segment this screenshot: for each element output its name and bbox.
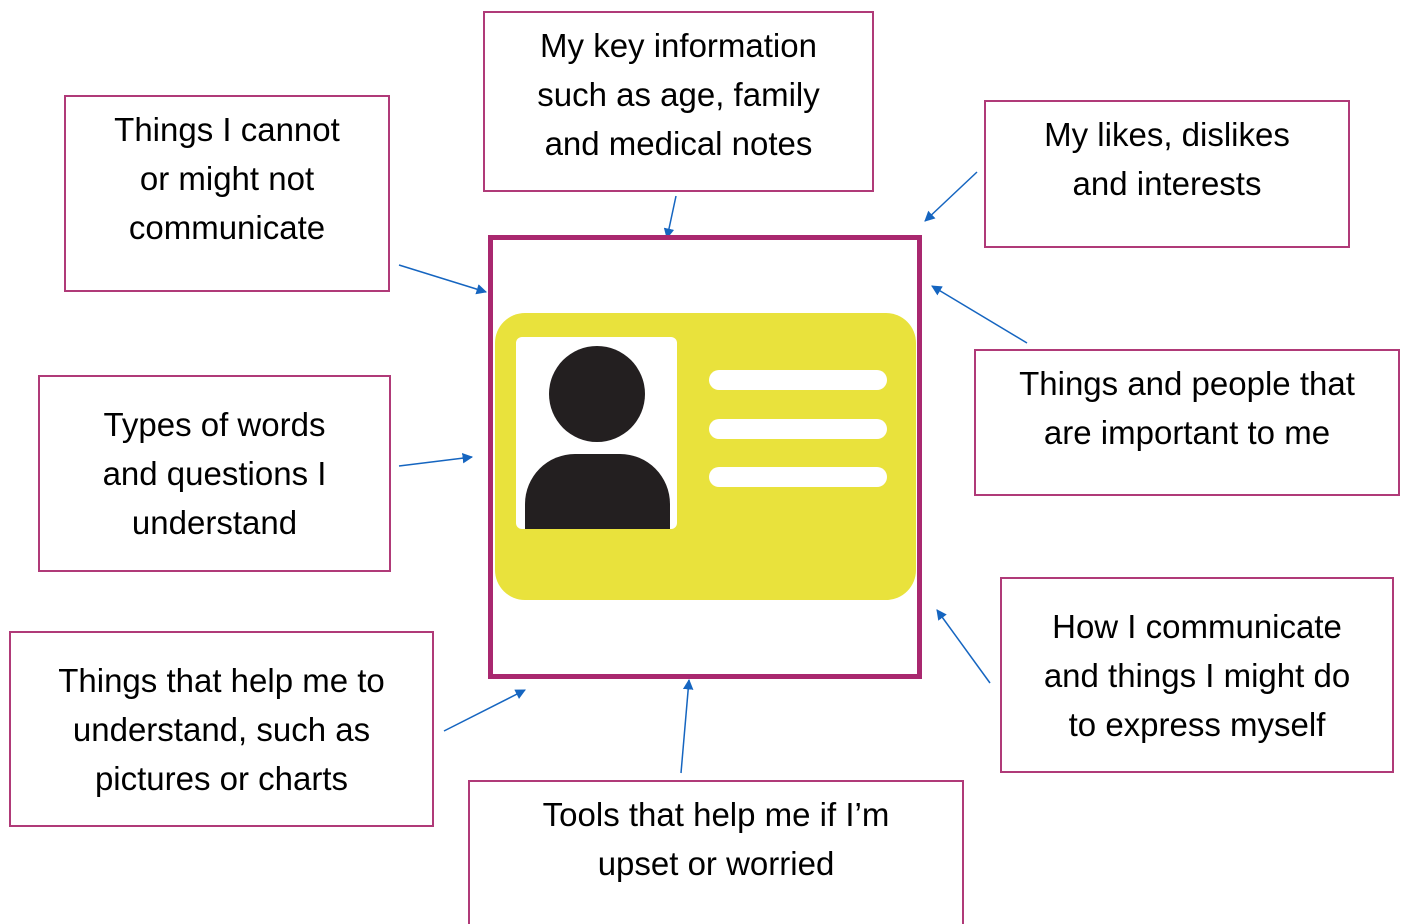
label-help-understand: Things that help me to understand, such …	[58, 661, 385, 797]
id-text-line	[709, 419, 887, 439]
label-box-key-info: My key information such as age, family a…	[483, 11, 874, 192]
arrow-likes	[924, 171, 978, 222]
label-box-how-communicate: How I communicate and things I might do …	[1000, 577, 1394, 773]
label-important: Things and people that are important to …	[1019, 365, 1355, 451]
label-box-help-understand: Things that help me to understand, such …	[9, 631, 434, 827]
label-box-cannot-communicate: Things I cannot or might not communicate	[64, 95, 390, 292]
label-key-info: My key information such as age, family a…	[537, 27, 820, 162]
label-cannot-communicate: Things I cannot or might not communicate	[114, 111, 340, 246]
label-box-important: Things and people that are important to …	[974, 349, 1400, 496]
label-box-words-questions: Types of words and questions I understan…	[38, 375, 391, 572]
label-how-communicate: How I communicate and things I might do …	[1043, 607, 1351, 743]
person-head-icon	[549, 346, 645, 442]
label-box-tools: Tools that help me if I’m upset or worri…	[468, 780, 964, 924]
id-text-line	[709, 370, 887, 390]
arrow-how-communicate	[936, 609, 991, 684]
arrow-words-questions	[398, 452, 474, 467]
arrow-tools	[680, 678, 694, 774]
person-body-icon	[525, 454, 670, 529]
arrow-cannot-communicate	[398, 264, 488, 295]
arrow-important	[931, 285, 1028, 344]
label-tools: Tools that help me if I’m upset or worri…	[542, 796, 890, 882]
arrow-help-understand	[443, 689, 526, 732]
arrow-key-info	[663, 195, 677, 240]
label-words-questions: Types of words and questions I understan…	[102, 406, 327, 541]
label-box-likes: My likes, dislikes and interests	[984, 100, 1350, 248]
id-text-line	[709, 467, 887, 487]
label-likes: My likes, dislikes and interests	[1044, 116, 1290, 202]
